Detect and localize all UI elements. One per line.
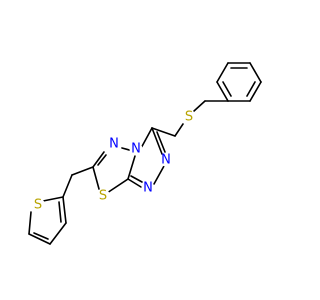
bond [249, 62, 262, 83]
atom-n-3: N [141, 181, 155, 196]
bond [28, 211, 32, 235]
bond [97, 154, 107, 166]
bond [106, 178, 129, 194]
bond [193, 100, 206, 112]
atom-label: N [161, 153, 171, 168]
atom-label: N [143, 181, 153, 196]
bond [151, 127, 176, 137]
atom-n-4: N [107, 137, 121, 152]
bond [130, 175, 143, 183]
atom-n-2: N [159, 153, 173, 168]
bond [28, 233, 51, 245]
bond [156, 131, 166, 153]
atom-label: S [99, 189, 107, 204]
atom-s-thioether: S [182, 110, 196, 125]
bond [153, 165, 165, 185]
atom-label: S [185, 110, 193, 125]
atom-label: N [109, 137, 119, 152]
bond [92, 151, 105, 168]
atom-label-layer: S N N N N S S [31, 110, 196, 213]
atom-s-thiadiazole: S [96, 189, 110, 204]
bond [174, 123, 184, 137]
bond [151, 127, 163, 155]
atom-label: S [34, 198, 42, 213]
structure-canvas: S N N N N S S [28, 62, 262, 245]
bond [62, 196, 67, 224]
bond [127, 155, 136, 180]
bond [216, 62, 229, 83]
bond [42, 196, 64, 202]
bond [71, 166, 94, 176]
bond [62, 174, 73, 198]
bond-layer [28, 62, 262, 245]
bond [216, 81, 229, 102]
atom-label: N [131, 142, 141, 157]
molecule-diagram: S N N N N S S [28, 62, 262, 245]
bond-double-inner [222, 81, 232, 97]
atom-n-1: N [129, 142, 143, 157]
bond-double-inner [33, 232, 49, 240]
bond [49, 222, 67, 245]
bond [249, 81, 262, 102]
bond [139, 127, 153, 151]
bond-double-inner [246, 81, 256, 97]
bond-double-inner [58, 201, 62, 223]
bond [92, 166, 100, 190]
bond [127, 178, 142, 188]
atom-s-thiophene: S [31, 198, 45, 213]
